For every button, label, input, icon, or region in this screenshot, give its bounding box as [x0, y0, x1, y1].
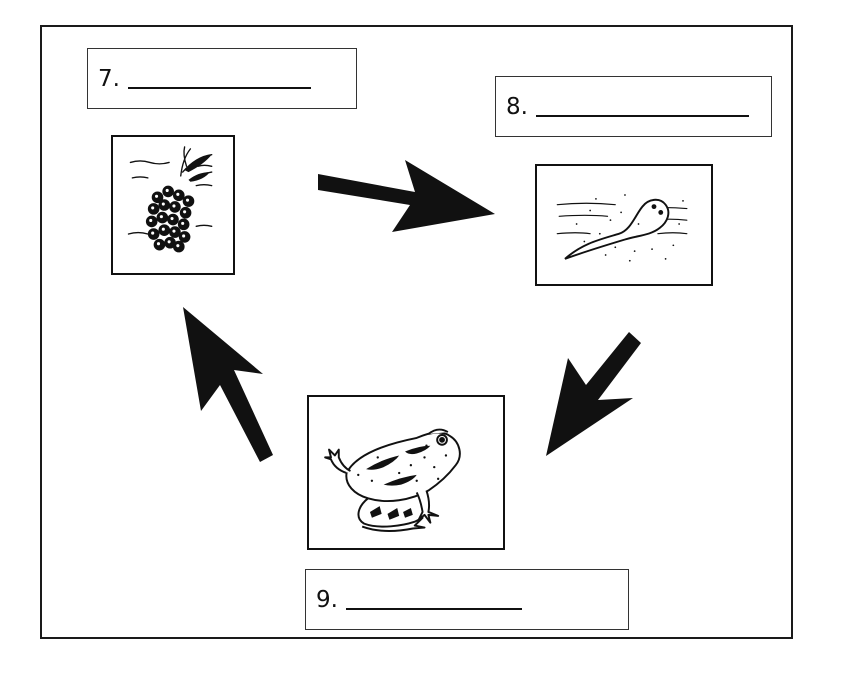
arrow-icon	[183, 307, 273, 462]
arrow-icon	[318, 160, 495, 232]
frog-icon	[324, 428, 461, 532]
answer-number-9: 9.	[316, 586, 338, 613]
answer-blank-8[interactable]	[535, 97, 749, 117]
arrow-icon	[546, 332, 641, 456]
frog-eggs-picture	[111, 135, 235, 275]
answer-number-7: 7.	[98, 65, 120, 92]
answer-blank-9[interactable]	[345, 590, 522, 610]
answer-box-9[interactable]: 9.	[305, 569, 629, 630]
frog-picture	[307, 395, 505, 550]
arrow-frog-to-eggs	[183, 307, 273, 462]
answer-box-7[interactable]: 7.	[87, 48, 357, 109]
tadpole-picture	[535, 164, 713, 286]
frog-eggs-icon	[127, 146, 213, 253]
answer-box-8[interactable]: 8.	[495, 76, 772, 137]
arrow-eggs-to-tadpole	[318, 160, 495, 232]
tadpole-icon	[556, 194, 688, 262]
arrow-tadpole-to-frog	[546, 332, 641, 456]
answer-number-8: 8.	[506, 93, 528, 120]
answer-blank-7[interactable]	[127, 69, 311, 89]
